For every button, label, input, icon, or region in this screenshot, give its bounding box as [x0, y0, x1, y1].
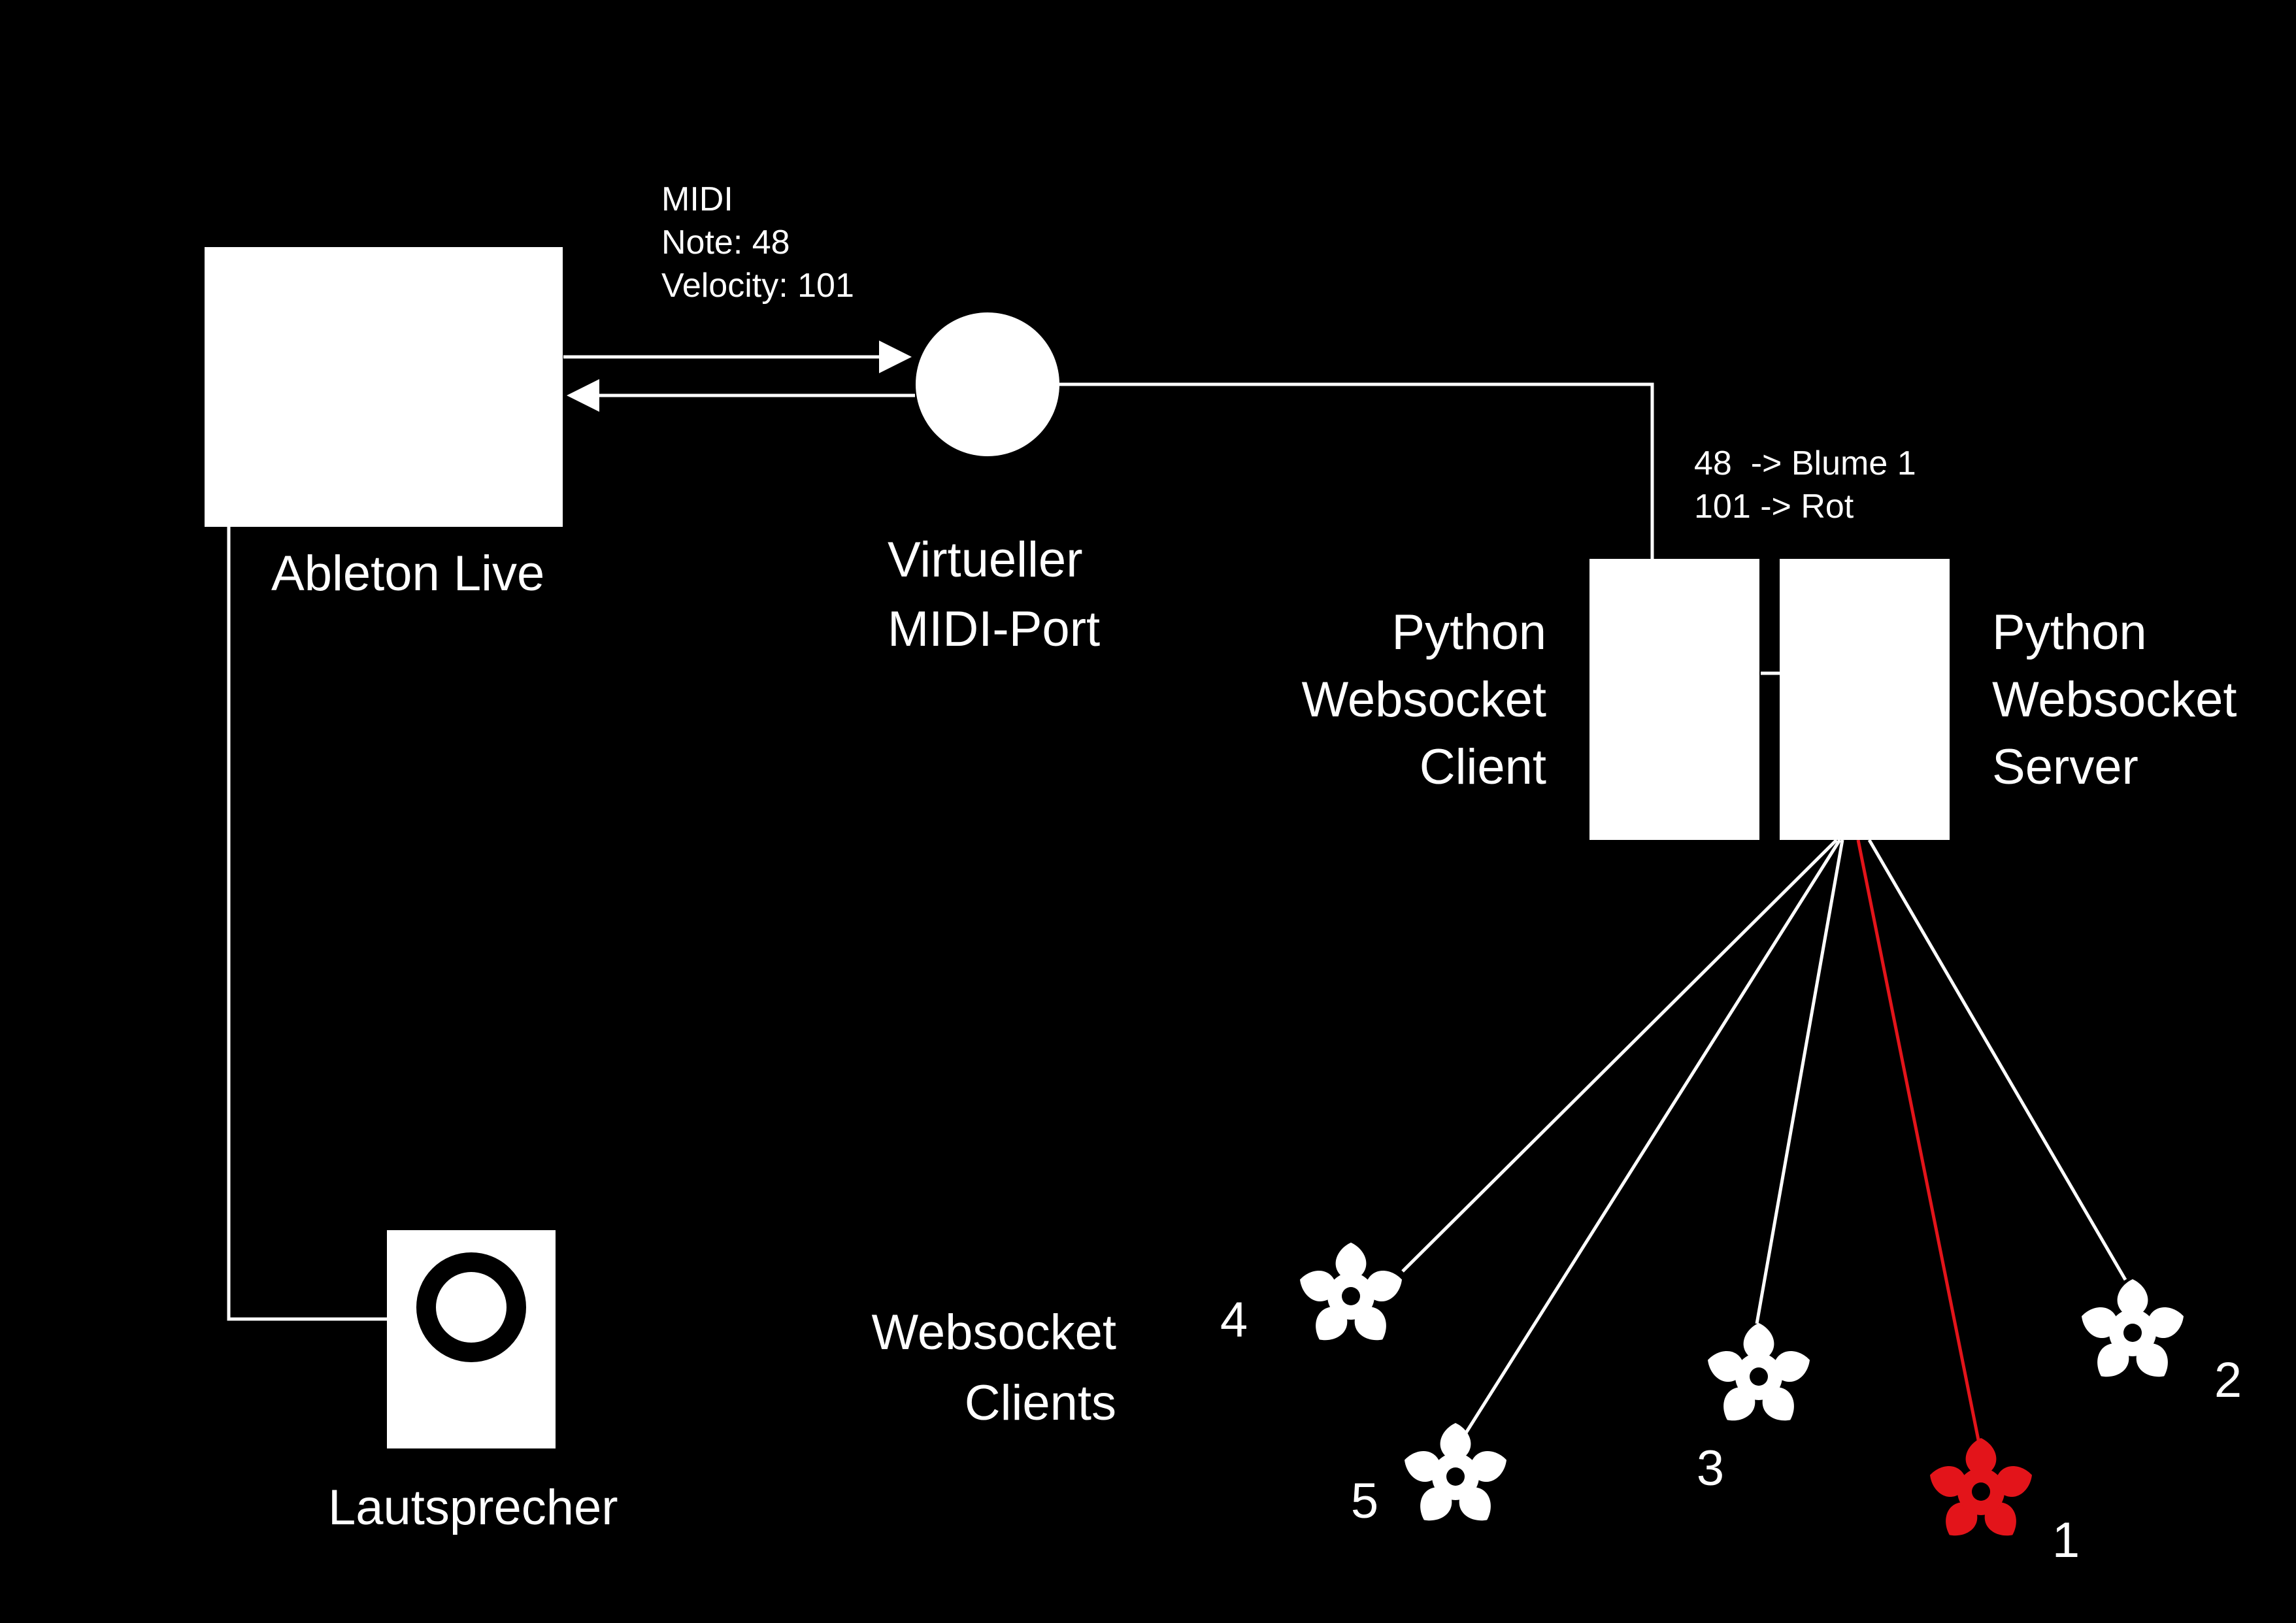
websocket-clients-label-line-2: Clients — [965, 1375, 1116, 1431]
flower-3-icon[interactable] — [1703, 1323, 1814, 1429]
mapping-line-2: 101 -> Rot — [1694, 488, 1854, 526]
midi-message-line-2: Note: 48 — [661, 224, 790, 261]
ws-server-label-line-2: Websocket — [1992, 672, 2237, 728]
flower-1-number: 1 — [2052, 1513, 2080, 1568]
midi-message-line-3: Velocity: 101 — [661, 267, 854, 305]
flower-1-icon[interactable] — [1925, 1438, 2037, 1544]
ableton-to-speaker-line — [227, 526, 387, 1321]
midi-port-node[interactable] — [916, 312, 1059, 456]
flower-clients — [1295, 1243, 2188, 1544]
midi-port-label-line-1: Virtueller — [888, 532, 1083, 588]
server-to-flower-3-line — [1755, 839, 1844, 1324]
speaker-cone — [416, 1252, 526, 1362]
port-to-client-line — [1059, 382, 1654, 559]
flower-2-number: 2 — [2214, 1352, 2242, 1408]
flower-2-icon[interactable] — [2077, 1279, 2188, 1385]
flower-5-icon[interactable] — [1400, 1423, 1511, 1529]
midi-port-label-line-2: MIDI-Port — [888, 601, 1100, 657]
ableton-live-box[interactable] — [205, 247, 563, 527]
server-to-flower-2-line — [1867, 839, 2127, 1281]
server-to-flower-5-line — [1461, 839, 1842, 1439]
ws-client-label-line-2: Websocket — [1301, 672, 1546, 728]
server-to-flower-4-line — [1401, 839, 1838, 1273]
speaker-label: Lautsprecher — [328, 1480, 618, 1535]
flower-3-number: 3 — [1697, 1441, 1724, 1496]
websocket-clients-label-line-1: Websocket — [871, 1305, 1116, 1360]
flower-5-number: 5 — [1351, 1473, 1378, 1529]
speaker-icon[interactable] — [387, 1230, 556, 1448]
flower-4-icon[interactable] — [1295, 1243, 1406, 1348]
ableton-live-label: Ableton Live — [271, 546, 544, 601]
midi-message-line-1: MIDI — [661, 180, 733, 218]
ws-server-label-line-1: Python — [1992, 605, 2147, 660]
ws-client-label-line-1: Python — [1391, 605, 1546, 660]
ws-client-box[interactable] — [1589, 559, 1759, 840]
ws-server-label-line-3: Server — [1992, 739, 2138, 795]
ws-client-label-line-3: Client — [1420, 739, 1546, 795]
server-to-flower-1-line — [1856, 839, 1981, 1444]
flower-4-number: 4 — [1220, 1292, 1248, 1348]
mapping-line-1: 48 -> Blume 1 — [1694, 444, 1916, 482]
ws-server-box[interactable] — [1780, 559, 1950, 840]
connector-lines — [227, 341, 2127, 1439]
